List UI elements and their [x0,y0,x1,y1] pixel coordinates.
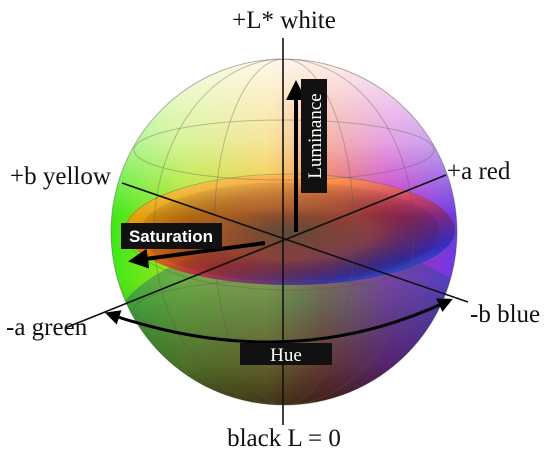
label-minus-a-green: -a green [6,314,88,341]
saturation-label: Saturation [129,227,213,246]
saturation-arrow [128,241,266,269]
luminance-label: Luminance [305,93,326,178]
label-minus-b-blue: -b blue [470,301,540,328]
label-black-l0: black L = 0 [227,425,341,452]
hue-callout: Hue [240,343,332,366]
label-plus-l-white: +L* white [232,7,336,34]
label-plus-a-red: +a red [447,158,511,185]
sphere-outline [110,58,458,406]
label-plus-b-yellow: +b yellow [10,163,111,190]
b-axis [121,182,469,303]
luminance-callout: Luminance [301,79,327,193]
hue-arrow [104,298,453,344]
saturation-callout: Saturation [121,223,222,249]
hue-label: Hue [270,345,302,366]
